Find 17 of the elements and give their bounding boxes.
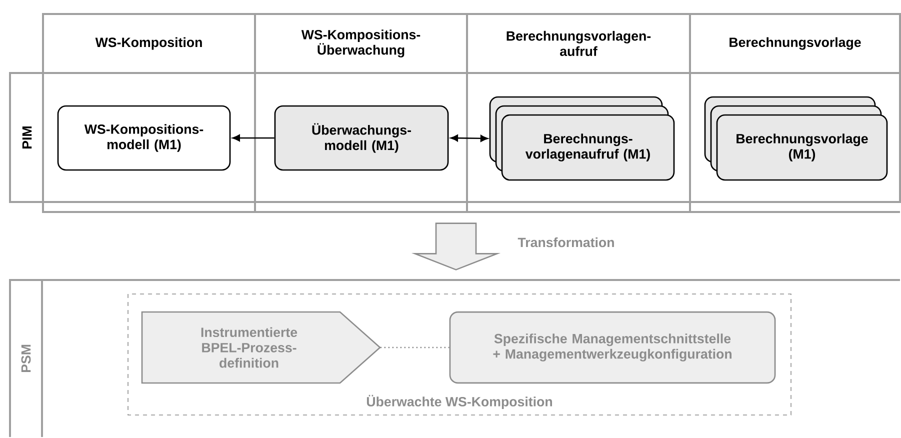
column-header: WS-Komposition (42, 13, 256, 74)
model-box: WS-Kompositions-modell (M1) (57, 105, 231, 171)
column-header: Berechnungsvorlage (689, 13, 901, 74)
stacked-model-boxes: Berechnungsvorlage (M1) (704, 96, 888, 181)
connector (380, 346, 450, 348)
stacked-model-boxes: Berechnungs-vorlagenaufruf (M1) (489, 96, 675, 181)
edge-label: Transformation (518, 237, 614, 248)
lane-label: PSM (21, 344, 31, 372)
interface-box: Spezifische Managementschnittstelle + Managementwerkzeugkonfiguration (449, 311, 776, 384)
column-header: Berechnungsvorlagen-aufruf (466, 13, 691, 74)
connector (450, 134, 488, 142)
connector (232, 134, 274, 142)
lane-label: PIM (22, 126, 32, 148)
model-box: Überwachungs-modell (M1) (274, 105, 449, 171)
transformation-arrow (411, 222, 501, 270)
pentagon-arrow-box: Instrumentierte BPEL-Prozess-definition (141, 311, 381, 384)
column-header: WS-Kompositions-Überwachung (254, 13, 468, 74)
